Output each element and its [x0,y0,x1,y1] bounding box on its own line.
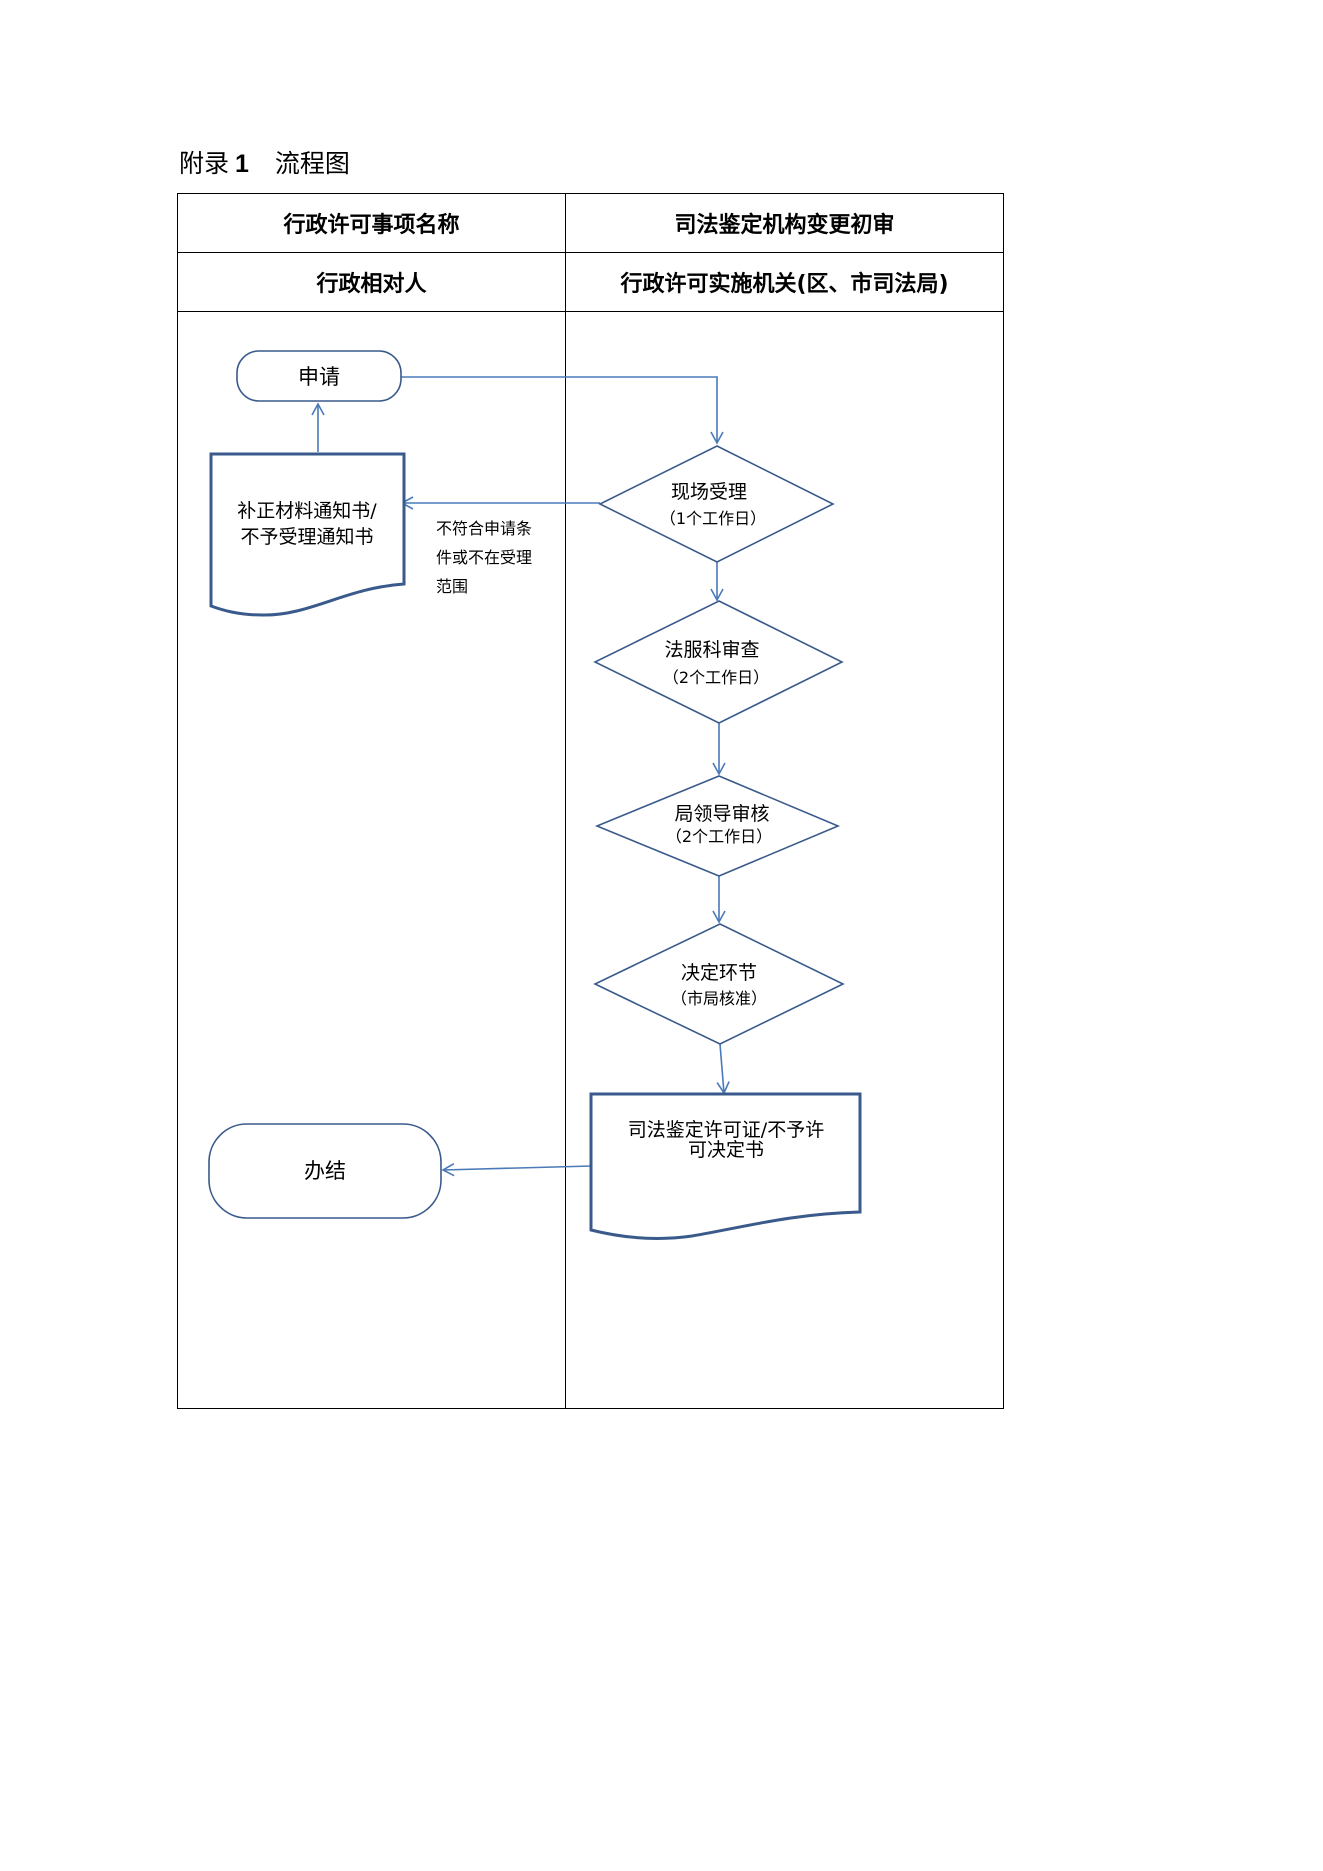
legal-review-node [593,600,844,724]
decision-note: （市局核准） [671,989,767,1008]
legal-review-duration: （2个工作日） [663,668,769,687]
correction-doc-line1: 补正材料通知书/ [237,500,377,522]
arrow-license-to-done [441,1163,593,1177]
legal-review-title: 法服科审查 [664,639,759,661]
flowchart: 申请 补正材料通知书/ 不予受理通知书 不符合申请条 件或不在受理 范围 现场受… [208,350,862,1240]
correction-doc-node [209,452,406,617]
apply-node [236,350,402,402]
license-doc-line1: 司法鉴定许可证/不予许 [628,1119,824,1141]
leader-review-duration: （2个工作日） [666,827,772,846]
leader-review-node [594,775,841,877]
done-label: 办结 [304,1159,346,1183]
onsite-node [598,445,835,563]
row-divider-2 [178,311,1003,312]
reject-note-line2: 件或不在受理 [436,548,532,567]
arrow-decision-to-license [716,1043,730,1095]
reject-note-line3: 范围 [436,577,468,596]
authority-lane-header: 行政许可实施机关(区、市司法局) [620,272,949,297]
arrow-apply-to-onsite [400,376,724,445]
appendix-title: 流程图 [274,149,350,178]
onsite-title: 现场受理 [671,481,747,503]
item-name-label: 行政许可事项名称 [283,213,460,238]
decision-title: 决定环节 [681,962,757,984]
appendix-number: 1 [235,150,249,178]
onsite-duration: （1个工作日） [660,509,766,528]
item-name-value: 司法鉴定机构变更初审 [674,213,895,238]
column-divider [565,194,566,1408]
correction-doc-line2: 不予受理通知书 [240,526,373,548]
done-node [208,1123,442,1219]
appendix-prefix: 附录 [179,149,230,178]
reject-note-line1: 不符合申请条 [436,519,532,538]
license-doc-node [589,1092,862,1240]
row-divider-1 [178,252,1003,253]
apply-label: 申请 [298,365,340,389]
flow-table: 行政许可事项名称 司法鉴定机构变更初审 行政相对人 行政许可实施机关(区、市司法… [177,193,1004,1409]
license-doc-line2: 可决定书 [688,1139,764,1161]
leader-review-title: 局领导审核 [674,803,769,825]
applicant-lane-header: 行政相对人 [316,272,427,297]
decision-node [593,923,845,1045]
